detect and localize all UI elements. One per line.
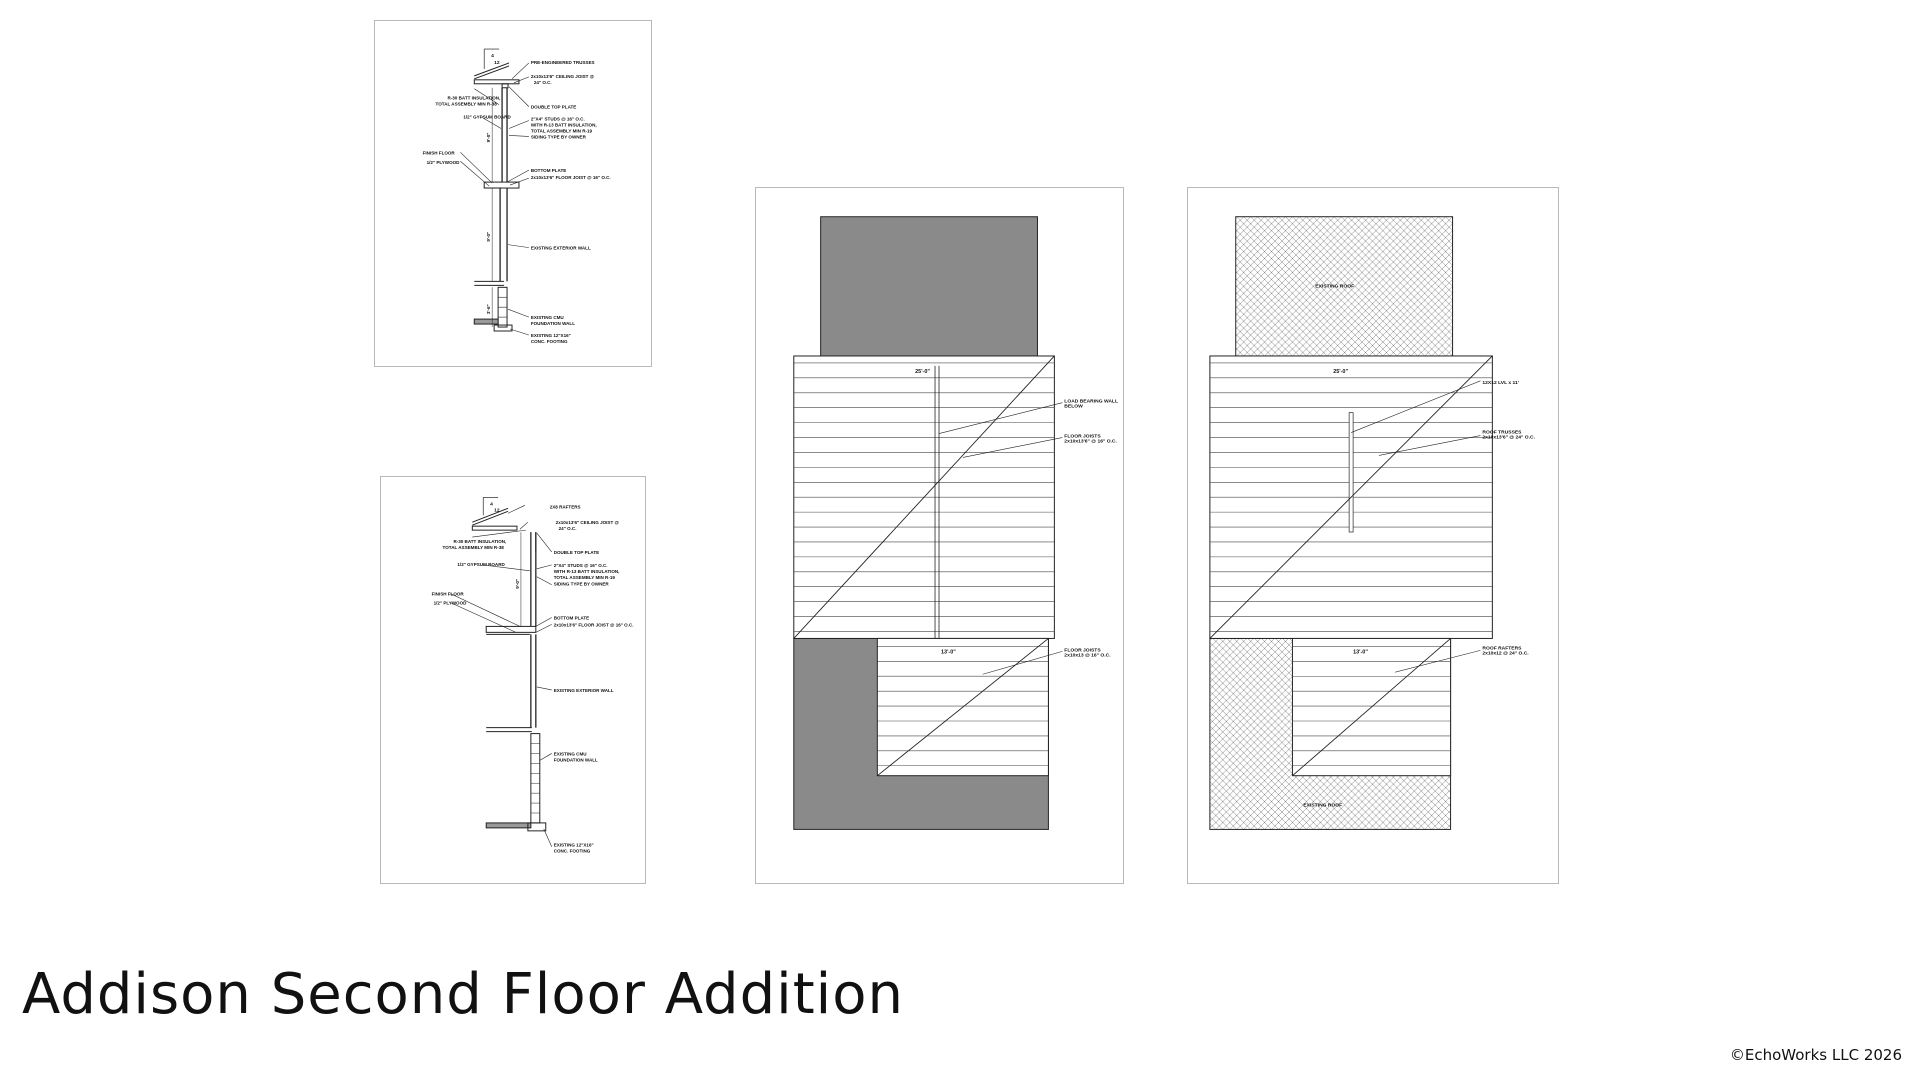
copyright-notice: ©EchoWorks LLC 2026 bbox=[1729, 1046, 1902, 1064]
label-plywood: 1/2" PLYWOOD bbox=[427, 160, 461, 165]
label-footing: EXISTING 12"X16" bbox=[554, 843, 594, 848]
footing bbox=[527, 822, 547, 832]
label-ceiling-joist: 2x10x13'6" CEILING JOIST @ bbox=[531, 74, 595, 79]
roof-rafter-lines bbox=[1292, 661, 1451, 767]
label-studs-2: WITH R-13 BATT INSULATION, bbox=[531, 122, 597, 127]
existing-area-top bbox=[820, 216, 1038, 357]
slope-rise: 4 bbox=[491, 53, 494, 59]
dim-top: 25'-0" bbox=[915, 369, 930, 375]
label-gypsum: 1/2" GYPSUM BOARD bbox=[463, 115, 511, 120]
floor-framing-plan-drawing: 25'-0" 13'-0" LOAD BEARING WALL BELOW FL… bbox=[793, 216, 1118, 830]
label-cmu: EXISTING CMU bbox=[554, 751, 587, 756]
existing-area-bottom bbox=[793, 775, 1049, 830]
label-footing-2: CONC. FOOTING bbox=[554, 849, 591, 854]
roof-framing-plan-drawing: 25'-0" 13'-0" EXISTING ROOF 12X12 LVL x … bbox=[1209, 216, 1536, 830]
label-studs-3: TOTAL ASSEMBLY MIN R-19 bbox=[531, 128, 593, 133]
label-siding: SIDING TYPE BY OWNER bbox=[554, 582, 610, 587]
slope-run: 12 bbox=[494, 507, 500, 513]
wall-section-a-sheet: 4 12 PRE-ENGINEERED TRUSSES 2x10x13'6" C… bbox=[374, 20, 652, 367]
lvl-beam bbox=[1348, 412, 1354, 533]
label-bearing-wall: LOAD BEARING WALL bbox=[1064, 399, 1118, 405]
label-existing-roof-top: EXISTING ROOF bbox=[1315, 283, 1354, 289]
label-ceiling-joist: 2x10x13'6" CEILING JOIST @ bbox=[556, 520, 620, 525]
dim-lower-wall: 9'-0" bbox=[486, 232, 491, 242]
label-batt-2: TOTAL ASSEMBLY MIN R-38 bbox=[443, 545, 505, 550]
dim-top: 25'-0" bbox=[1333, 369, 1348, 375]
wall-section-b-drawing: 4 12 2X8 RAFTERS 2x10x13'6" CEILING JOIS… bbox=[432, 497, 634, 854]
label-footing-2: CONC. FOOTING bbox=[531, 339, 568, 344]
label-exterior-wall: EXISTING EXTERIOR WALL bbox=[531, 246, 591, 251]
label-lvl: 12X12 LVL x 11' bbox=[1482, 380, 1519, 386]
label-studs-3: TOTAL ASSEMBLY MIN R-19 bbox=[554, 575, 616, 580]
label-trusses: PRE-ENGINEERED TRUSSES bbox=[531, 60, 595, 65]
label-studs-2: WITH R-13 BATT INSULATION, bbox=[554, 569, 620, 574]
slope-rise: 4 bbox=[490, 501, 493, 507]
label-batt-2: TOTAL ASSEMBLY MIN R-38 bbox=[436, 102, 498, 107]
label-floor-joist: 2x10x13'6" FLOOR JOIST @ 16" O.C. bbox=[554, 622, 634, 627]
floor-assembly bbox=[483, 181, 520, 189]
label-floor-joists: FLOOR JOISTS bbox=[1064, 434, 1101, 440]
label-finish-floor: FINISH FLOOR bbox=[423, 150, 456, 155]
label-ceiling-joist-2: 24" O.C. bbox=[534, 80, 552, 85]
wall-section-b-sheet: 4 12 2X8 RAFTERS 2x10x13'6" CEILING JOIS… bbox=[380, 476, 646, 884]
floor-joist-lines bbox=[793, 377, 1055, 632]
roof-framing-plan-sheet: 25'-0" 13'-0" EXISTING ROOF 12X12 LVL x … bbox=[1187, 187, 1559, 884]
wall-section-a-drawing: 4 12 PRE-ENGINEERED TRUSSES 2x10x13'6" C… bbox=[423, 48, 611, 344]
label-siding: SIDING TYPE BY OWNER bbox=[531, 134, 587, 139]
slope-run: 12 bbox=[494, 60, 500, 66]
label-footing: EXISTING 12"X16" bbox=[531, 333, 571, 338]
slab bbox=[473, 318, 499, 325]
label-studs: 2"X4" STUDS @ 16" O.C. bbox=[554, 563, 608, 568]
label-double-top-plate: DOUBLE TOP PLATE bbox=[531, 105, 576, 110]
label-cmu-2: FOUNDATION WALL bbox=[531, 321, 575, 326]
label-bottom-plate: BOTTOM PLATE bbox=[531, 168, 566, 173]
slab bbox=[485, 822, 532, 829]
label-plywood: 1/2" PLYWOOD bbox=[434, 601, 468, 606]
dim-bottom: 13'-0" bbox=[941, 649, 956, 655]
floor-framing-plan-sheet: 25'-0" 13'-0" LOAD BEARING WALL BELOW FL… bbox=[755, 187, 1124, 884]
label-roof-rafters-2: 2x10x12 @ 24" O.C. bbox=[1482, 650, 1529, 656]
ceiling-joist bbox=[473, 79, 520, 85]
label-cmu-2: FOUNDATION WALL bbox=[554, 757, 598, 762]
label-double-top-plate: DOUBLE TOP PLATE bbox=[554, 550, 599, 555]
label-batt: R-30 BATT INSULATION, bbox=[447, 96, 500, 101]
joist-span-diagonal bbox=[793, 355, 1055, 639]
label-gypsum: 1/2" GYPSUM BOARD bbox=[457, 562, 505, 567]
existing-roof-top bbox=[1235, 216, 1454, 357]
label-exterior-wall: EXISTING EXTERIOR WALL bbox=[554, 688, 614, 693]
label-ceiling-joist-2: 24" O.C. bbox=[559, 526, 577, 531]
ceiling-joist bbox=[471, 525, 518, 531]
label-cmu: EXISTING CMU bbox=[531, 315, 564, 320]
label-lower-joists: FLOOR JOISTS bbox=[1064, 647, 1101, 653]
dim-bottom: 13'-0" bbox=[1353, 649, 1368, 655]
label-roof-trusses-2: 2x10x13'6" @ 24" O.C. bbox=[1482, 435, 1535, 441]
truss-span-diagonal bbox=[1209, 355, 1493, 639]
label-finish-floor: FINISH FLOOR bbox=[432, 592, 465, 597]
label-batt: R-30 BATT INSULATION, bbox=[453, 539, 506, 544]
roof-slope-line bbox=[474, 62, 510, 77]
floor-assembly bbox=[485, 625, 537, 633]
label-roof-rafters: ROOF RAFTERS bbox=[1482, 645, 1522, 651]
page-title: Addison Second Floor Addition bbox=[22, 962, 904, 1027]
label-lower-joists-2: 2x10x13 @ 16" O.C. bbox=[1064, 652, 1111, 658]
label-roof-trusses: ROOF TRUSSES bbox=[1482, 430, 1522, 436]
label-rafters: 2X8 RAFTERS bbox=[550, 504, 581, 509]
label-floor-joist: 2x10x13'6" FLOOR JOIST @ 16" O.C. bbox=[531, 175, 611, 180]
label-floor-joists-2: 2x10x13'6" @ 16" O.C. bbox=[1064, 439, 1117, 445]
cmu-foundation bbox=[530, 733, 541, 824]
dim-footing: 3'-6" bbox=[486, 304, 491, 314]
label-studs: 2"X4" STUDS @ 16" O.C. bbox=[531, 117, 585, 122]
label-bearing-wall-2: BELOW bbox=[1064, 404, 1083, 410]
footing bbox=[493, 324, 513, 332]
dim-upper-wall: 9'-0" bbox=[515, 579, 520, 589]
label-bottom-plate: BOTTOM PLATE bbox=[554, 615, 589, 620]
label-existing-roof-bottom: EXISTING ROOF bbox=[1303, 803, 1342, 809]
dim-upper-wall: 9'-0" bbox=[486, 133, 491, 143]
